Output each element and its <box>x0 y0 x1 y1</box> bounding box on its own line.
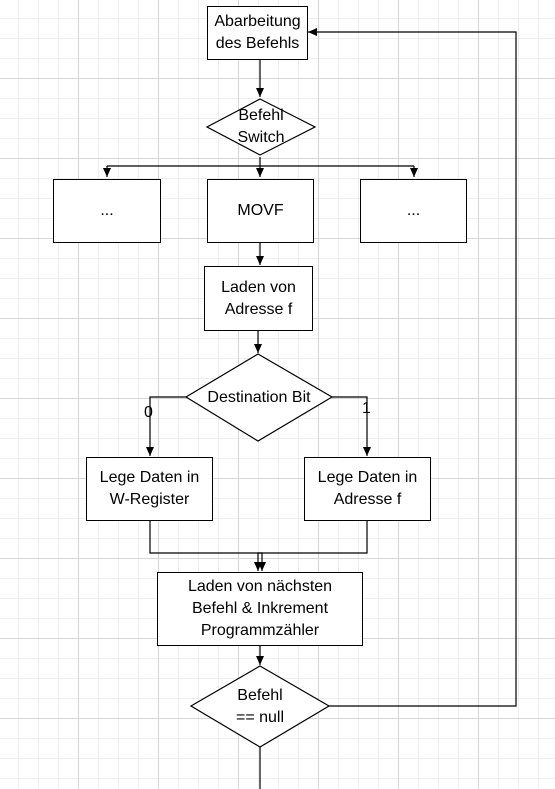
destination-decision-label-box: Destination Bit <box>186 354 332 441</box>
edge-check-loop-back <box>308 28 517 707</box>
case-left-box: ... <box>53 179 161 243</box>
load-address-label: Laden von Adresse f <box>221 278 296 318</box>
store-address-f-box: Lege Daten in Adresse f <box>304 457 431 521</box>
edge-destination-one <box>332 396 371 456</box>
destination-zero-label: 0 <box>144 404 153 421</box>
edge-store-f-to-merge <box>254 521 368 571</box>
destination-one-label: 1 <box>362 400 371 417</box>
case-left-label: ... <box>100 202 114 219</box>
check-null-diamond <box>189 665 331 748</box>
edge-destination-zero <box>146 396 186 456</box>
destination-decision-label: Destination Bit <box>207 388 311 406</box>
load-address-box: Laden von Adresse f <box>204 266 313 331</box>
destination-diamond <box>184 353 334 442</box>
start-process-label: Abarbeitung des Befehls <box>214 13 301 52</box>
case-movf-label: MOVF <box>237 202 284 219</box>
load-next-label: Laden von nächsten Befehl & Inkrement Pr… <box>187 578 333 639</box>
edge-store-w-to-merge <box>149 521 266 571</box>
case-movf-box: MOVF <box>207 179 314 243</box>
switch-decision-label-box: Befehl Switch <box>207 99 315 155</box>
load-next-box: Laden von nächsten Befehl & Inkrement Pr… <box>157 572 363 646</box>
case-right-label: ... <box>406 202 421 219</box>
case-right-box: ... <box>360 179 467 243</box>
store-address-f-label: Lege Daten in Adresse f <box>317 469 418 508</box>
check-null-label-box: Befehl == null <box>191 666 329 747</box>
switch-diamond <box>205 98 317 156</box>
switch-decision-label: Befehl Switch <box>237 107 285 146</box>
store-w-register-box: Lege Daten in W-Register <box>86 457 213 521</box>
check-null-label: Befehl == null <box>235 686 285 726</box>
start-process-box: Abarbeitung des Befehls <box>207 6 308 60</box>
store-w-register-label: Lege Daten in W-Register <box>99 469 200 508</box>
